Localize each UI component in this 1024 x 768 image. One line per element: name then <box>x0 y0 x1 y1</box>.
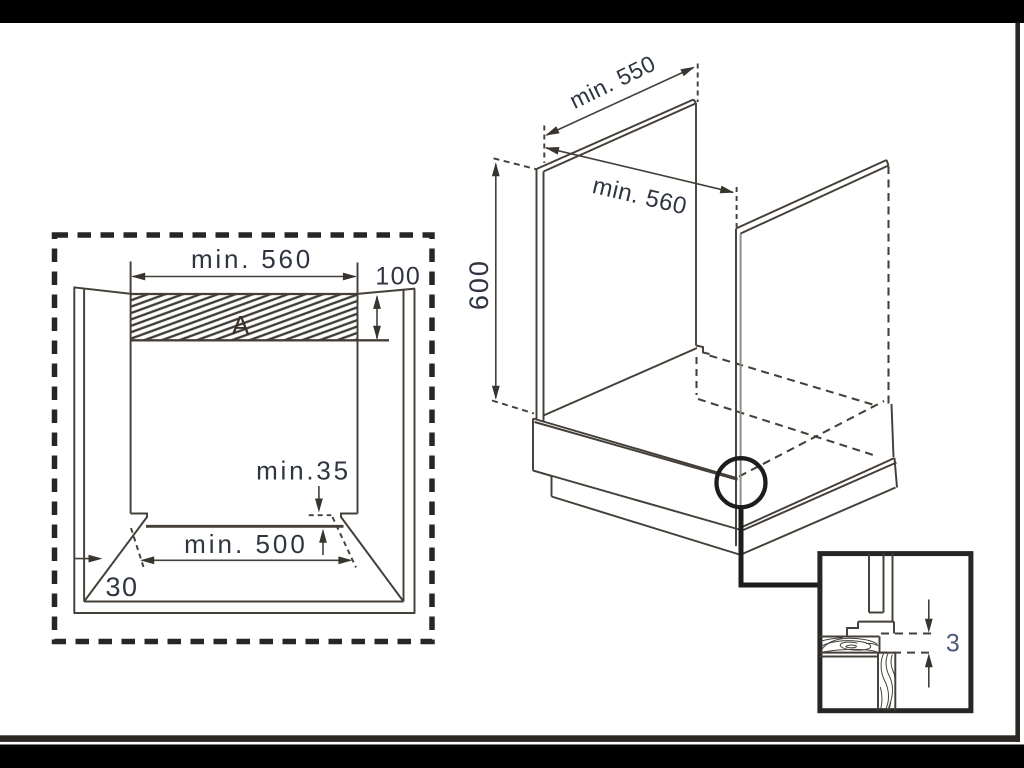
svg-text:600: 600 <box>464 259 494 310</box>
svg-text:3: 3 <box>946 630 960 658</box>
svg-text:min. 500: min. 500 <box>184 529 308 559</box>
svg-text:min. 560: min. 560 <box>191 244 313 274</box>
svg-text:30: 30 <box>105 572 138 602</box>
svg-text:min.35: min.35 <box>256 456 351 486</box>
svg-text:100: 100 <box>375 263 421 291</box>
svg-text:A: A <box>232 310 250 340</box>
